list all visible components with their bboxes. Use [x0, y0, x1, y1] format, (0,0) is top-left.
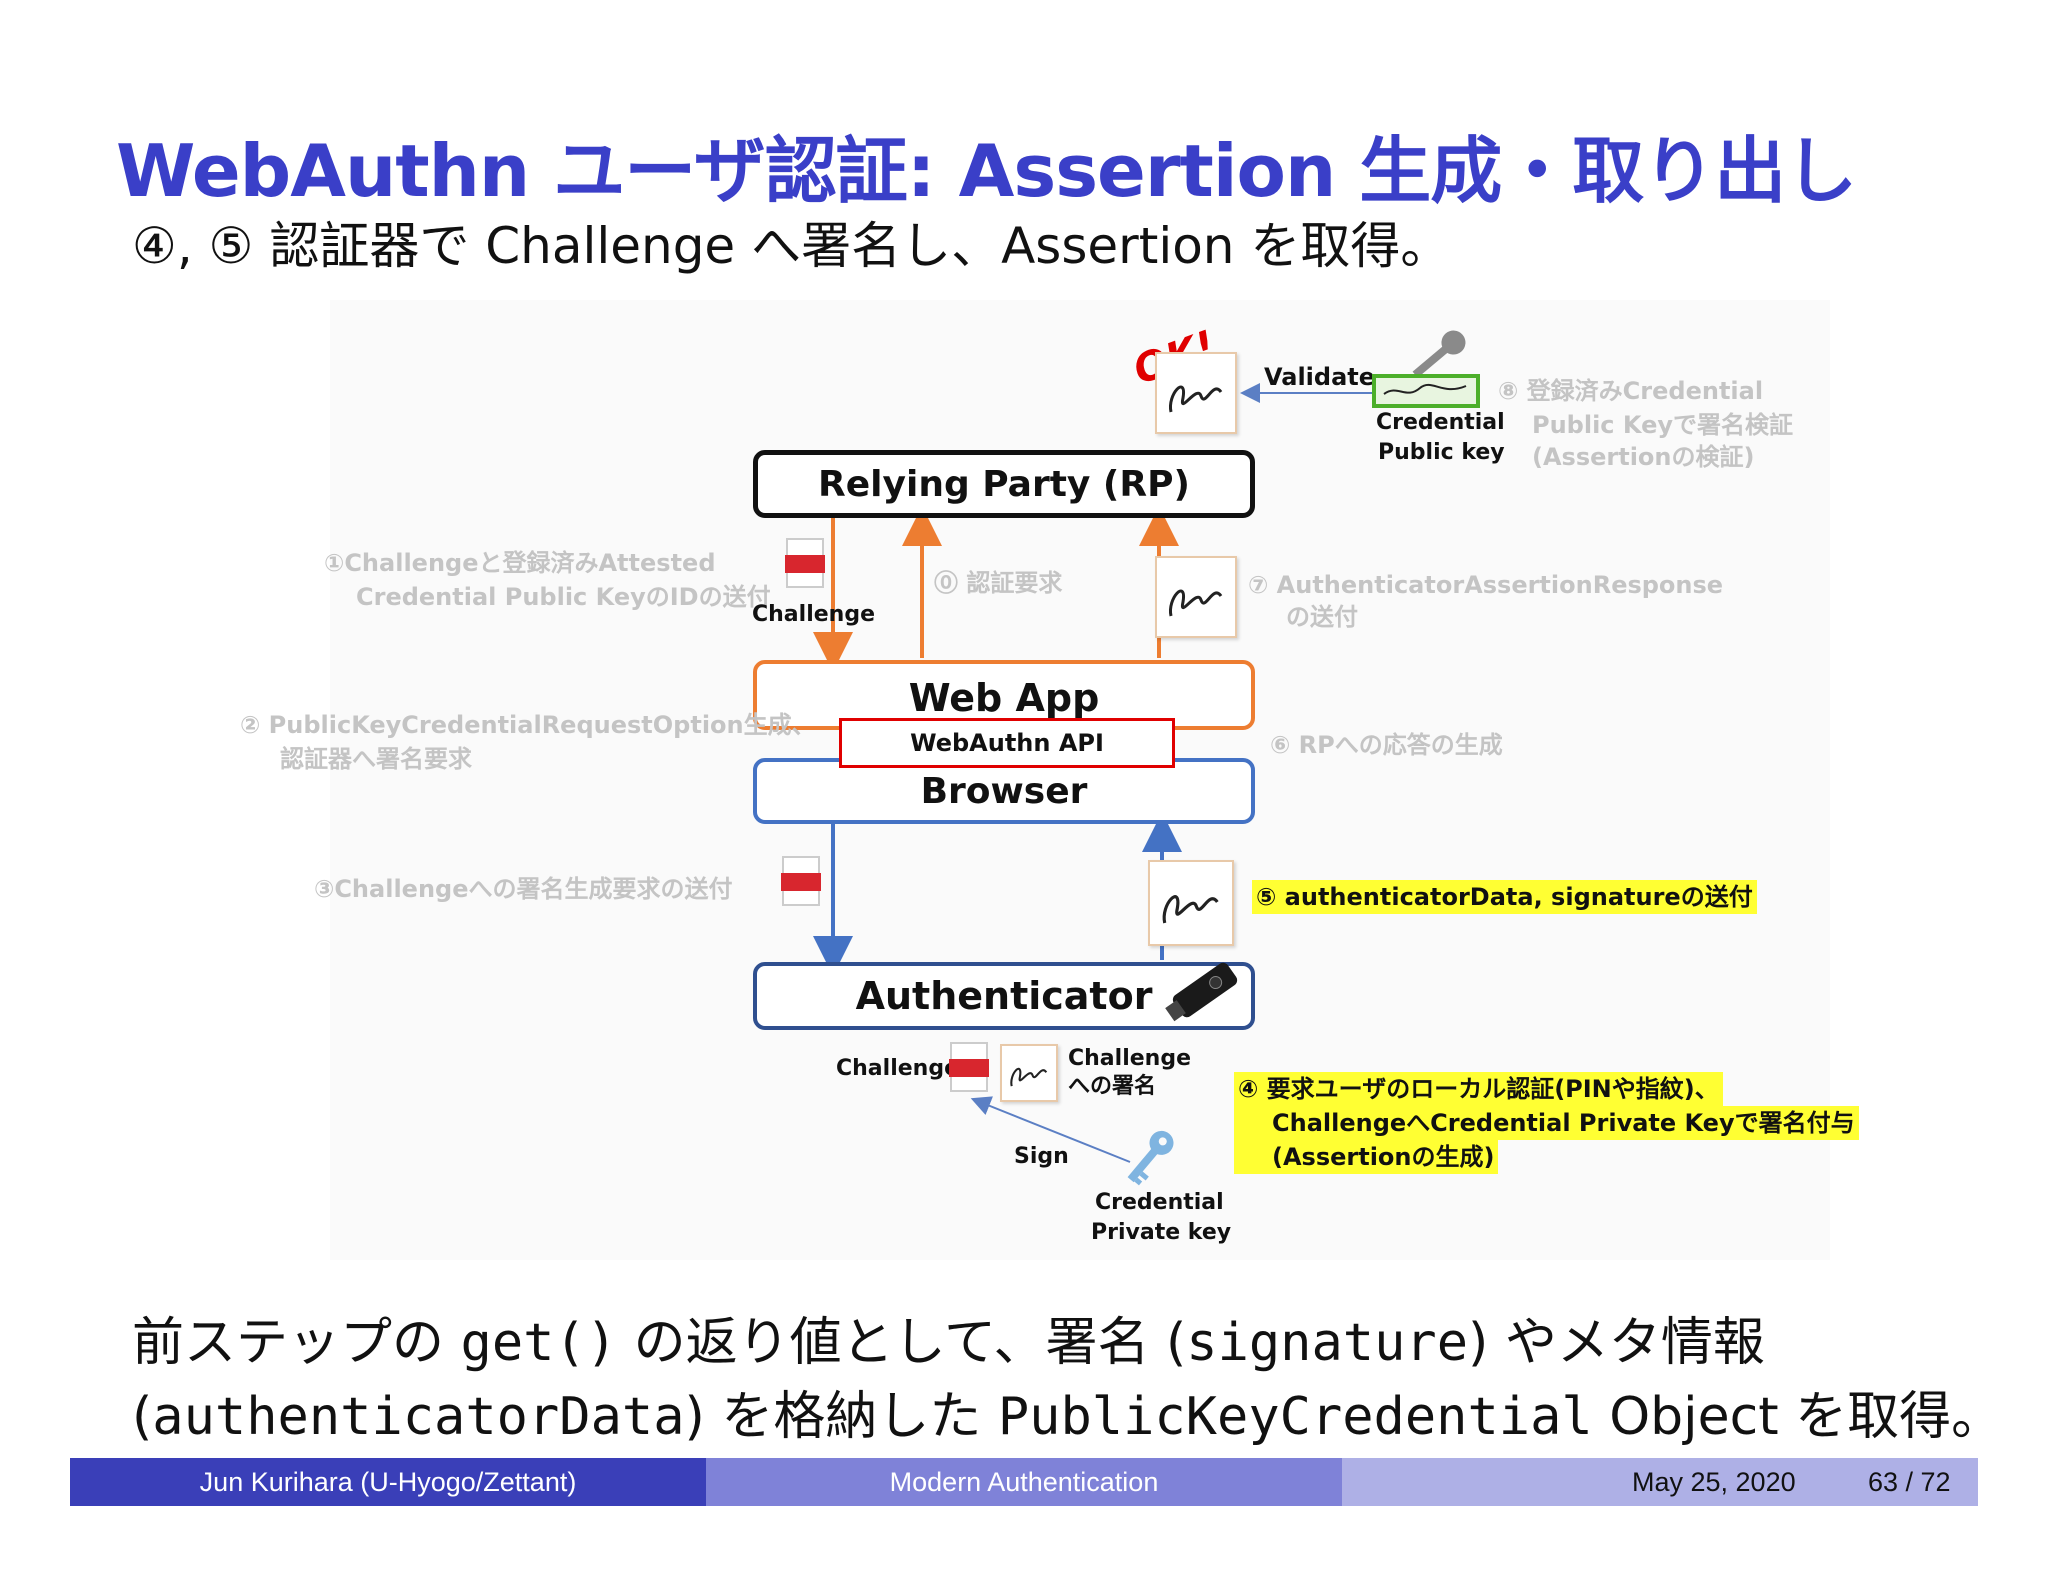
footer-author-text: Jun Kurihara (U-Hyogo/Zettant) [199, 1466, 577, 1497]
body-code-signature: signature [1186, 1313, 1469, 1373]
page-title: WebAuthn ユーザ認証: Assertion 生成・取り出し [116, 129, 1857, 213]
webauthn-api-box: WebAuthn API [839, 718, 1175, 768]
footer-page-number: 63 / 72 [1868, 1466, 1951, 1497]
step5-label: ⑤ authenticatorData, signatureの送付 [1252, 880, 1757, 914]
challenge-document-icon-top [785, 538, 825, 588]
step7-label-2: の送付 [1286, 603, 1358, 631]
challenge-label-top: Challenge [752, 602, 875, 627]
body-line2-part-c: Object を取得。 [1592, 1387, 2004, 1447]
security-key-icon [1165, 962, 1238, 1022]
signature-icon-response [1155, 556, 1237, 638]
step7-label-1: ⑦ AuthenticatorAssertionResponse [1248, 571, 1724, 599]
signature-icon-challenge [1000, 1044, 1058, 1102]
step8-label-3: (Assertionの検証) [1532, 443, 1755, 471]
challenge-signature-label-2: への署名 [1068, 1074, 1157, 1099]
body-code-public-key-credential: PublicKeyCredential [997, 1387, 1593, 1447]
body-line1-part-a: 前ステップの [132, 1313, 461, 1373]
validate-label: Validate [1264, 363, 1376, 391]
footer-talk-title: Modern Authentication [706, 1458, 1342, 1506]
step4-label-2: ChallengeへCredential Private Keyで署名付与 [1234, 1106, 1859, 1140]
relying-party-label: Relying Party (RP) [818, 463, 1190, 505]
step1-label-2: Credential Public KeyのIDの送付 [356, 583, 771, 611]
credential-private-key-label-2: Private key [1091, 1220, 1232, 1245]
body-text-line-1: 前ステップの get() の返り値として、署名 (signature) やメタ情… [132, 1300, 1765, 1375]
challenge-signature-label-1: Challenge [1068, 1046, 1191, 1071]
body-line1-part-b: の返り値として、署名 ( [617, 1313, 1187, 1373]
step8-label-1: ⑧ 登録済みCredential [1498, 377, 1764, 405]
credential-private-key-label-1: Credential [1095, 1190, 1224, 1215]
footer-talk-text: Modern Authentication [889, 1466, 1159, 1497]
sign-label: Sign [1014, 1144, 1069, 1169]
footer-date-page: May 25, 2020 63 / 72 [1342, 1458, 1978, 1506]
signature-icon-validated [1155, 352, 1237, 434]
challenge-document-icon-bottom [949, 1042, 989, 1092]
relying-party-box: Relying Party (RP) [753, 450, 1255, 518]
page-subtitle: ④, ⑤ 認証器で Challenge へ署名し、Assertion を取得。 [132, 217, 1451, 275]
body-code-get: get() [460, 1313, 618, 1373]
step8-label-2: Public Keyで署名検証 [1532, 411, 1793, 439]
web-app-label: Web App [908, 676, 1100, 720]
footer-date: May 25, 2020 [1632, 1466, 1796, 1497]
step4-label-1: ④ 要求ユーザのローカル認証(PINや指紋)、 [1234, 1072, 1723, 1106]
signature-icon-authenticator-output [1148, 860, 1234, 946]
authenticator-label: Authenticator [855, 974, 1153, 1018]
browser-label: Browser [920, 770, 1088, 812]
authenticator-box: Authenticator [753, 962, 1255, 1030]
credential-public-key-label-2: Public key [1378, 440, 1505, 465]
challenge-document-icon-middle [781, 856, 821, 906]
public-key-icon [1372, 330, 1480, 408]
body-code-authenticator-data: authenticatorData [152, 1387, 685, 1447]
credential-public-key-label-1: Credential [1376, 410, 1505, 435]
challenge-label-bottom: Challenge [836, 1056, 959, 1081]
step3-label: ③Challengeへの署名生成要求の送付 [314, 875, 733, 903]
body-line2-part-a: ( [132, 1387, 153, 1447]
body-text-line-2: (authenticatorData) を格納した PublicKeyCrede… [132, 1374, 2003, 1449]
footer-author: Jun Kurihara (U-Hyogo/Zettant) [70, 1458, 706, 1506]
arrow-sign [970, 1096, 1131, 1163]
step4-label-3: (Assertionの生成) [1234, 1140, 1499, 1174]
body-line1-part-c: ) やメタ情報 [1468, 1313, 1765, 1373]
step1-label-1: ①Challengeと登録済みAttested [324, 549, 716, 577]
private-key-icon [1127, 1130, 1174, 1186]
step6-label: ⑥ RPへの応答の生成 [1270, 731, 1503, 759]
step2-label-2: 認証器へ署名要求 [280, 745, 472, 773]
step0-label: ⓪ 認証要求 [934, 569, 1063, 597]
step2-label-1: ② PublicKeyCredentialRequestOption生成、 [240, 711, 816, 739]
body-line2-part-b: ) を格納した [684, 1387, 998, 1447]
webauthn-api-label: WebAuthn API [910, 729, 1104, 757]
